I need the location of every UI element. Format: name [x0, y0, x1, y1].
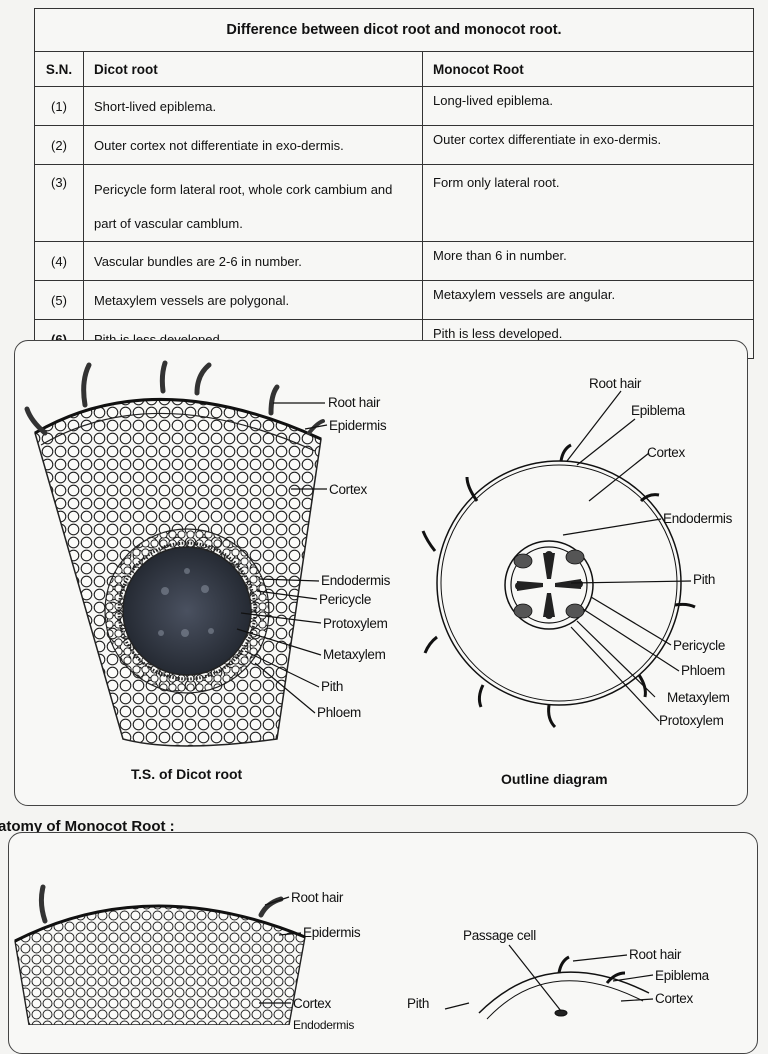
mono-outline-label-passage-cell: Passage cell: [463, 928, 536, 943]
dicot-outline-illustration: [421, 443, 696, 729]
mono-label-endodermis: Endodermis: [293, 1018, 355, 1032]
row-dicot: Vascular bundles are 2-6 in number.: [83, 241, 423, 281]
monocot-section-title: atomy of Monocot Root :: [0, 818, 175, 835]
dicot-diagrams: [24, 360, 696, 747]
label-protoxylem: Protoxylem: [323, 616, 388, 631]
header-monocot: Monocot Root: [422, 51, 754, 87]
row-monocot: Outer cortex differentiate in exo-dermis…: [422, 125, 754, 165]
row-dicot: Short-lived epiblema.: [83, 86, 423, 126]
table-row: (1) Short-lived epiblema. Long-lived epi…: [34, 86, 754, 126]
row-monocot: Form only lateral root.: [422, 164, 754, 242]
dicot-ts-illustration: [24, 360, 325, 747]
label-endodermis: Endodermis: [321, 573, 391, 588]
outline-caption: Outline diagram: [501, 771, 608, 787]
row-sn: (5): [34, 280, 84, 320]
header-sn: S.N.: [34, 51, 84, 87]
monocot-ts-leaders: [259, 896, 302, 1004]
mono-label-root-hair: Root hair: [291, 890, 344, 905]
row-sn: (3): [34, 164, 84, 242]
row-dicot: Outer cortex not differentiate in exo-de…: [83, 125, 423, 165]
row-sn: (1): [34, 86, 84, 126]
table-title: Difference between dicot root and monoco…: [34, 8, 754, 52]
mono-outline-label-root-hair: Root hair: [629, 947, 682, 962]
row-monocot: Long-lived epiblema.: [422, 86, 754, 126]
dicot-outline-leaders: [562, 390, 692, 722]
outline-label-root-hair: Root hair: [589, 376, 642, 391]
outline-label-cortex: Cortex: [647, 445, 685, 460]
outline-label-endodermis: Endodermis: [663, 511, 733, 526]
row-sn: (2): [34, 125, 84, 165]
ts-dicot-caption: T.S. of Dicot root: [131, 766, 243, 782]
outline-label-metaxylem: Metaxylem: [667, 690, 730, 705]
label-root-hair: Root hair: [328, 395, 381, 410]
mono-label-epidermis: Epidermis: [303, 925, 361, 940]
dicot-root-panel: Root hair Epidermis Cortex Endodermis Pe…: [14, 340, 748, 806]
monocot-outline-leaders: [444, 944, 654, 1012]
outline-label-protoxylem: Protoxylem: [659, 713, 724, 728]
label-cortex: Cortex: [329, 482, 367, 497]
monocot-ts-illustration: [14, 884, 306, 1025]
monocot-outline-illustration: [478, 955, 650, 1020]
outline-label-phloem: Phloem: [681, 663, 725, 678]
outline-label-pericycle: Pericycle: [673, 638, 726, 653]
header-dicot: Dicot root: [83, 51, 423, 87]
monocot-root-panel: Root hair Epidermis Cortex Endodermis Pa…: [8, 832, 758, 1054]
row-dicot: Pericycle form lateral root, whole cork …: [83, 164, 423, 242]
row-dicot: Metaxylem vessels are polygonal.: [83, 280, 423, 320]
mono-label-cortex: Cortex: [293, 996, 331, 1011]
table-header-row: S.N. Dicot root Monocot Root: [34, 51, 754, 87]
mono-outline-label-pith: Pith: [407, 996, 430, 1011]
table-row: (3) Pericycle form lateral root, whole c…: [34, 164, 754, 242]
table-row: (4) Vascular bundles are 2-6 in number. …: [34, 241, 754, 281]
label-pericycle: Pericycle: [319, 592, 372, 607]
row-monocot: More than 6 in number.: [422, 241, 754, 281]
table-row: (5) Metaxylem vessels are polygonal. Met…: [34, 280, 754, 320]
difference-table: Difference between dicot root and monoco…: [34, 8, 754, 359]
label-pith: Pith: [321, 679, 344, 694]
mono-outline-label-epiblema: Epiblema: [655, 968, 709, 983]
dicot-ts-leaders: [236, 402, 328, 714]
label-epidermis: Epidermis: [329, 418, 387, 433]
row-sn: (4): [34, 241, 84, 281]
outline-label-epiblema: Epiblema: [631, 403, 685, 418]
label-metaxylem: Metaxylem: [323, 647, 386, 662]
table-row: (2) Outer cortex not differentiate in ex…: [34, 125, 754, 165]
row-monocot: Metaxylem vessels are angular.: [422, 280, 754, 320]
mono-outline-label-cortex: Cortex: [655, 991, 693, 1006]
monocot-diagrams: [14, 884, 654, 1025]
outline-label-pith: Pith: [693, 572, 716, 587]
label-phloem: Phloem: [317, 705, 361, 720]
